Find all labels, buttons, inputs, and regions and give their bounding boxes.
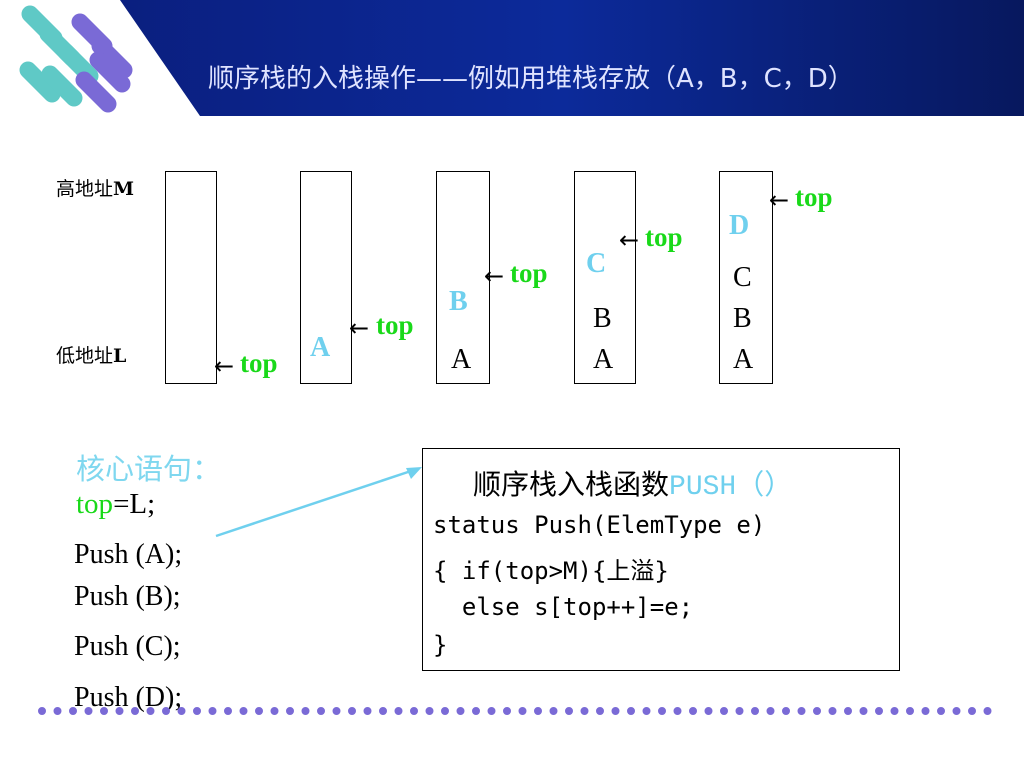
logo-cylinders-icon — [0, 0, 200, 116]
push-function-title: 顺序栈入栈函数PUSH（） — [473, 468, 793, 503]
stack-element: C — [733, 262, 752, 293]
core-statements-label: 核心语句： — [76, 452, 222, 486]
init-statement: top=L; — [76, 488, 156, 520]
code-line: else s[top++]=e; — [433, 593, 694, 621]
pushed-element: C — [586, 248, 607, 279]
high-address-label: 高地址M — [56, 178, 135, 200]
stack-element: B — [733, 303, 752, 334]
stack-element: B — [593, 303, 612, 334]
stack-element: A — [733, 344, 754, 375]
top-pointer-label: top — [795, 182, 833, 212]
pushed-element: A — [310, 332, 331, 363]
dotted-divider — [38, 707, 1006, 715]
top-arrow-icon: ← — [619, 226, 640, 254]
top-arrow-icon: ← — [769, 186, 790, 214]
top-pointer-label: top — [645, 222, 683, 252]
top-arrow-icon: ← — [349, 314, 370, 342]
code-line: { if(top>M){上溢} — [433, 557, 669, 585]
top-pointer-label: top — [376, 310, 414, 340]
stack-element: A — [451, 344, 472, 375]
push-call: Push (C); — [74, 631, 181, 662]
stack-b — [436, 171, 490, 384]
push-function-box: 顺序栈入栈函数PUSH（） status Push(ElemType e) { … — [422, 448, 900, 671]
push-call: Push (B); — [74, 581, 181, 612]
top-pointer-label: top — [240, 348, 278, 378]
stack-c — [574, 171, 636, 384]
connector-arrow-icon — [215, 467, 422, 538]
low-address-label: 低地址L — [56, 345, 127, 367]
top-arrow-icon: ← — [484, 262, 505, 290]
pushed-element: B — [449, 286, 468, 317]
top-arrow-icon: ← — [214, 352, 235, 380]
code-line: status Push(ElemType e) — [433, 511, 766, 539]
stack-d — [719, 171, 773, 384]
push-call: Push (A); — [74, 539, 183, 570]
stack-empty — [165, 171, 217, 384]
top-pointer-label: top — [510, 258, 548, 288]
stack-a — [300, 171, 352, 384]
slide-title: 顺序栈的入栈操作——例如用堆栈存放（A，B，C，D） — [208, 64, 854, 94]
pushed-element: D — [729, 210, 750, 241]
stack-element: A — [593, 344, 614, 375]
code-line: } — [433, 631, 448, 659]
